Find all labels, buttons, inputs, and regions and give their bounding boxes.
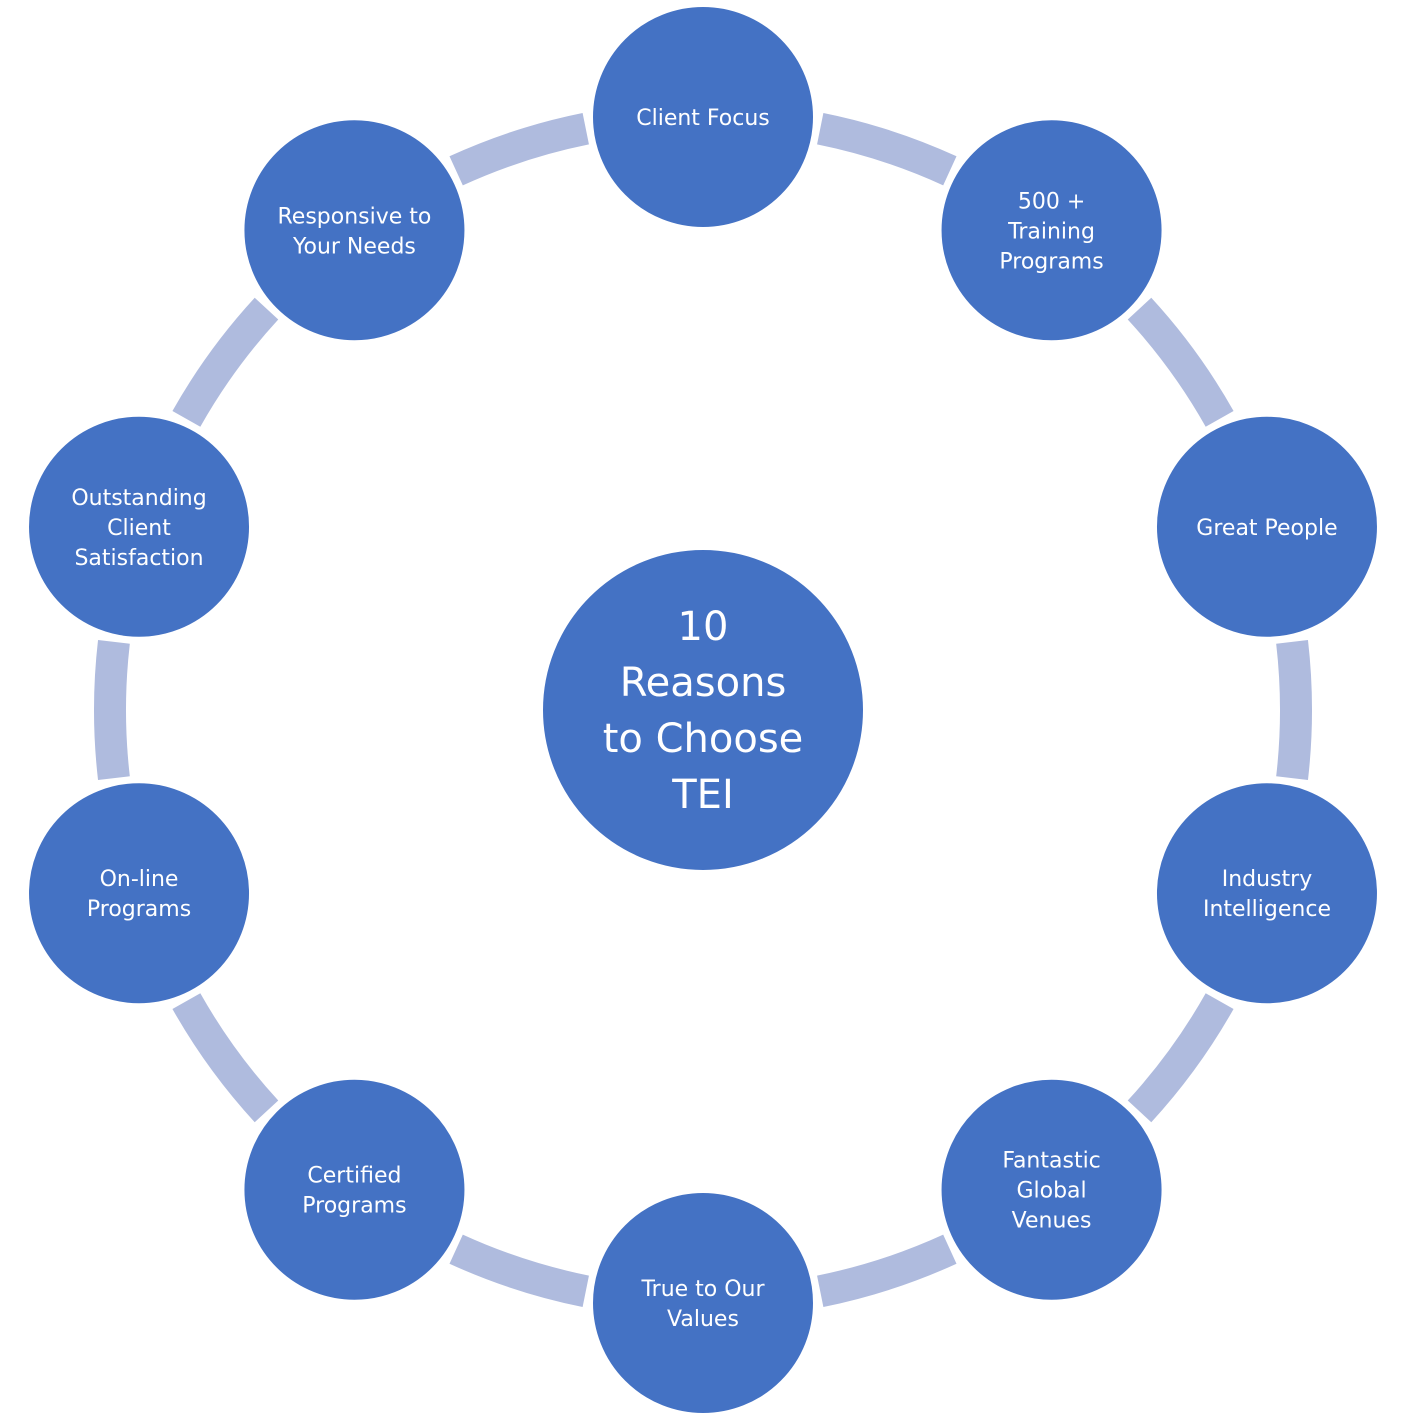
node-label: Satisfaction: [74, 546, 203, 571]
node-circle: [1152, 412, 1381, 641]
center-title-line: Reasons: [620, 660, 787, 706]
cycle-node: Responsive to Your Needs: [240, 116, 469, 345]
connector-arc: [449, 113, 590, 186]
node-circle: [25, 779, 254, 1008]
node-circle: [589, 3, 817, 231]
node-label: Programs: [87, 897, 191, 922]
cycle-node: Great People: [1152, 412, 1381, 641]
node-label: Values: [667, 1307, 739, 1332]
node-label: Certified: [307, 1164, 401, 1189]
node-label: Responsive to: [278, 204, 432, 229]
center-title-line: TEI: [671, 772, 734, 818]
connector-arc: [172, 297, 279, 427]
node-label: Programs: [302, 1194, 406, 1219]
node-label: Great People: [1196, 516, 1337, 541]
node-label: Programs: [999, 249, 1103, 274]
connector-ring: [94, 113, 1312, 1307]
node-label: Intelligence: [1203, 897, 1331, 922]
node-circle: [589, 1189, 817, 1417]
node-circle: [25, 412, 254, 641]
node-label: Global: [1016, 1179, 1086, 1204]
node-label: Your Needs: [292, 234, 416, 259]
connector-arc: [172, 993, 279, 1123]
node-circle: [937, 1075, 1166, 1304]
node-label: On-line: [100, 867, 179, 892]
connector-arc: [1276, 640, 1312, 780]
center-title-line: to Choose: [603, 716, 804, 762]
connector-arc: [816, 113, 957, 186]
node-label: True to Our: [640, 1277, 765, 1302]
node-circle: [937, 116, 1166, 345]
node-label: Client Focus: [636, 106, 770, 131]
center-circle: [539, 546, 867, 874]
connector-arc: [94, 640, 130, 780]
node-circle: [240, 1075, 469, 1304]
node-label: Outstanding: [71, 486, 206, 511]
node-label: Venues: [1012, 1209, 1092, 1234]
connector-arc: [816, 1234, 957, 1307]
node-label: Industry: [1222, 867, 1313, 892]
node-circle: [1152, 779, 1381, 1008]
node-label: Fantastic: [1002, 1149, 1100, 1174]
center-title-line: 10: [678, 604, 729, 650]
connector-arc: [449, 1234, 590, 1307]
node-circle: [240, 116, 469, 345]
node-label: Training: [1007, 219, 1095, 244]
connector-arc: [1127, 297, 1234, 427]
node-label: Client: [107, 516, 171, 541]
cycle-node: Client Focus: [589, 3, 817, 231]
node-label: 500 +: [1018, 189, 1085, 214]
connector-arc: [1127, 993, 1234, 1123]
